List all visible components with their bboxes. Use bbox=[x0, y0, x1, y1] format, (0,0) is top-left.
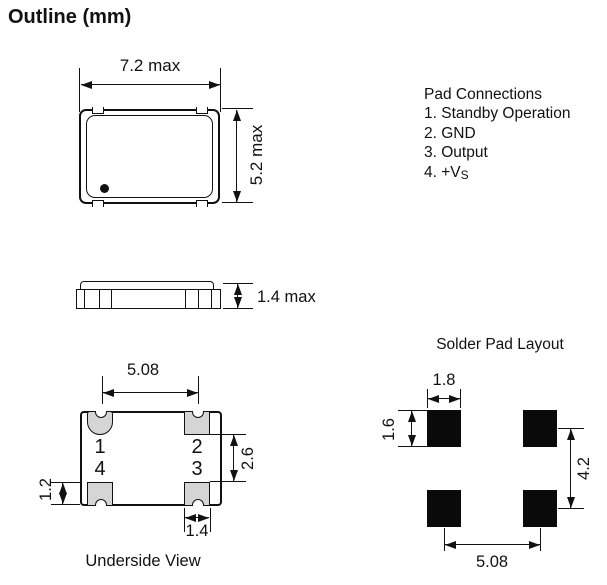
extension-line bbox=[222, 108, 253, 109]
solder-pad-width-dimension-label: 1.8 bbox=[432, 371, 456, 389]
side-view-pad-line bbox=[99, 290, 100, 308]
arrowhead bbox=[566, 429, 575, 440]
pin-number-3: 3 bbox=[191, 458, 203, 480]
arrowhead bbox=[407, 435, 416, 446]
arrowhead bbox=[566, 497, 575, 508]
top-view-height-dimension-label: 5.2 max bbox=[246, 124, 266, 186]
extension-line bbox=[51, 504, 80, 505]
arrowhead bbox=[232, 191, 241, 202]
underside-pad-height-dimension-label: 1.2 bbox=[36, 477, 55, 501]
dimension-line bbox=[81, 84, 220, 85]
underside-view-caption: Underside View bbox=[85, 552, 201, 570]
edge-notch bbox=[196, 106, 208, 114]
pad-connections-list: Pad Connections 1. Standby Operation 2. … bbox=[424, 85, 571, 185]
extension-line bbox=[210, 434, 246, 435]
pad-connection-item-3: 3. Output bbox=[424, 144, 488, 162]
solder-pad-bottom-left bbox=[427, 490, 461, 527]
arrowhead bbox=[232, 110, 241, 121]
arrowhead bbox=[185, 514, 196, 522]
edge-notch bbox=[92, 199, 104, 207]
arrowhead bbox=[449, 395, 460, 403]
side-view-pad-line bbox=[111, 290, 112, 308]
extension-line bbox=[79, 68, 80, 112]
top-view-width-dimension-label: 7.2 max bbox=[119, 56, 181, 75]
dimension-line bbox=[236, 110, 237, 202]
solder-pad-layout-title: Solder Pad Layout bbox=[436, 336, 564, 353]
side-view-pad-line bbox=[84, 290, 85, 308]
pad-notch bbox=[192, 498, 204, 506]
arrowhead bbox=[229, 470, 238, 481]
dimension-line bbox=[411, 411, 412, 446]
pad-connection-item-2: 2. GND bbox=[424, 124, 476, 142]
solder-pad-top-left bbox=[427, 410, 461, 447]
pin1-indicator-dot bbox=[100, 184, 109, 193]
pin-number-1: 1 bbox=[94, 436, 106, 458]
dimension-line bbox=[570, 429, 571, 508]
extension-line bbox=[222, 202, 253, 203]
arrowhead bbox=[81, 81, 92, 89]
extension-line bbox=[220, 68, 221, 112]
pad-connection-item-1: 1. Standby Operation bbox=[424, 105, 571, 123]
pad-notch bbox=[95, 498, 107, 506]
solder-pad-vertical-pitch-label: 4.2 bbox=[574, 456, 593, 480]
edge-notch bbox=[92, 106, 104, 114]
extension-line bbox=[558, 428, 584, 429]
arrowhead bbox=[209, 81, 220, 89]
pad-connection-item-4: 4. +VS bbox=[424, 163, 469, 182]
dimension-line bbox=[237, 284, 238, 308]
vs-subscript: S bbox=[460, 167, 469, 182]
dimension-line bbox=[445, 544, 540, 545]
arrowhead bbox=[445, 541, 456, 549]
pin-number-2: 2 bbox=[191, 436, 203, 458]
extension-line bbox=[184, 508, 185, 532]
extension-line bbox=[398, 446, 427, 447]
extension-line bbox=[444, 528, 445, 551]
side-view-height-dimension-label: 1.4 max bbox=[257, 288, 316, 306]
arrowhead bbox=[187, 389, 198, 397]
arrowhead bbox=[58, 493, 67, 504]
dimension-line bbox=[233, 435, 234, 481]
solder-pad-top-right bbox=[523, 410, 557, 447]
extension-line bbox=[223, 308, 253, 309]
arrowhead bbox=[233, 297, 242, 308]
arrowhead bbox=[198, 514, 209, 522]
underside-pitch-dimension-label: 5.08 bbox=[126, 361, 160, 379]
dimension-line bbox=[103, 392, 198, 393]
extension-line bbox=[102, 376, 103, 404]
page-title: Outline (mm) bbox=[8, 6, 132, 28]
side-view-pad-line bbox=[185, 290, 186, 308]
arrowhead bbox=[407, 411, 416, 422]
arrowhead bbox=[58, 483, 67, 494]
extension-line bbox=[210, 481, 246, 482]
extension-line bbox=[558, 508, 584, 509]
extension-line bbox=[198, 376, 199, 404]
side-view-pad-line bbox=[211, 290, 212, 308]
arrowhead bbox=[428, 395, 439, 403]
edge-notch bbox=[196, 199, 208, 207]
arrowhead bbox=[529, 541, 540, 549]
arrowhead bbox=[233, 284, 242, 295]
pin-number-4: 4 bbox=[94, 458, 106, 480]
dimension-line bbox=[185, 517, 209, 518]
solder-pad-height-dimension-label: 1.6 bbox=[379, 417, 398, 441]
dimension-line bbox=[428, 398, 460, 399]
underside-pad-width-dimension-label: 1.4 bbox=[185, 522, 209, 540]
extension-line bbox=[51, 482, 80, 483]
extension-line bbox=[210, 508, 211, 532]
extension-line bbox=[398, 410, 427, 411]
solder-pad-horizontal-pitch-label: 5.08 bbox=[475, 553, 509, 571]
extension-line bbox=[460, 389, 461, 408]
side-view-pad-line bbox=[198, 290, 199, 308]
extension-line bbox=[427, 389, 428, 408]
solder-pad-bottom-right bbox=[523, 490, 557, 527]
side-view-body bbox=[76, 289, 221, 309]
extension-line bbox=[540, 528, 541, 551]
pad-connections-heading: Pad Connections bbox=[424, 86, 543, 103]
arrowhead bbox=[103, 389, 114, 397]
extension-line bbox=[223, 283, 253, 284]
underside-gap-dimension-label: 2.6 bbox=[238, 446, 257, 470]
arrowhead bbox=[229, 435, 238, 446]
